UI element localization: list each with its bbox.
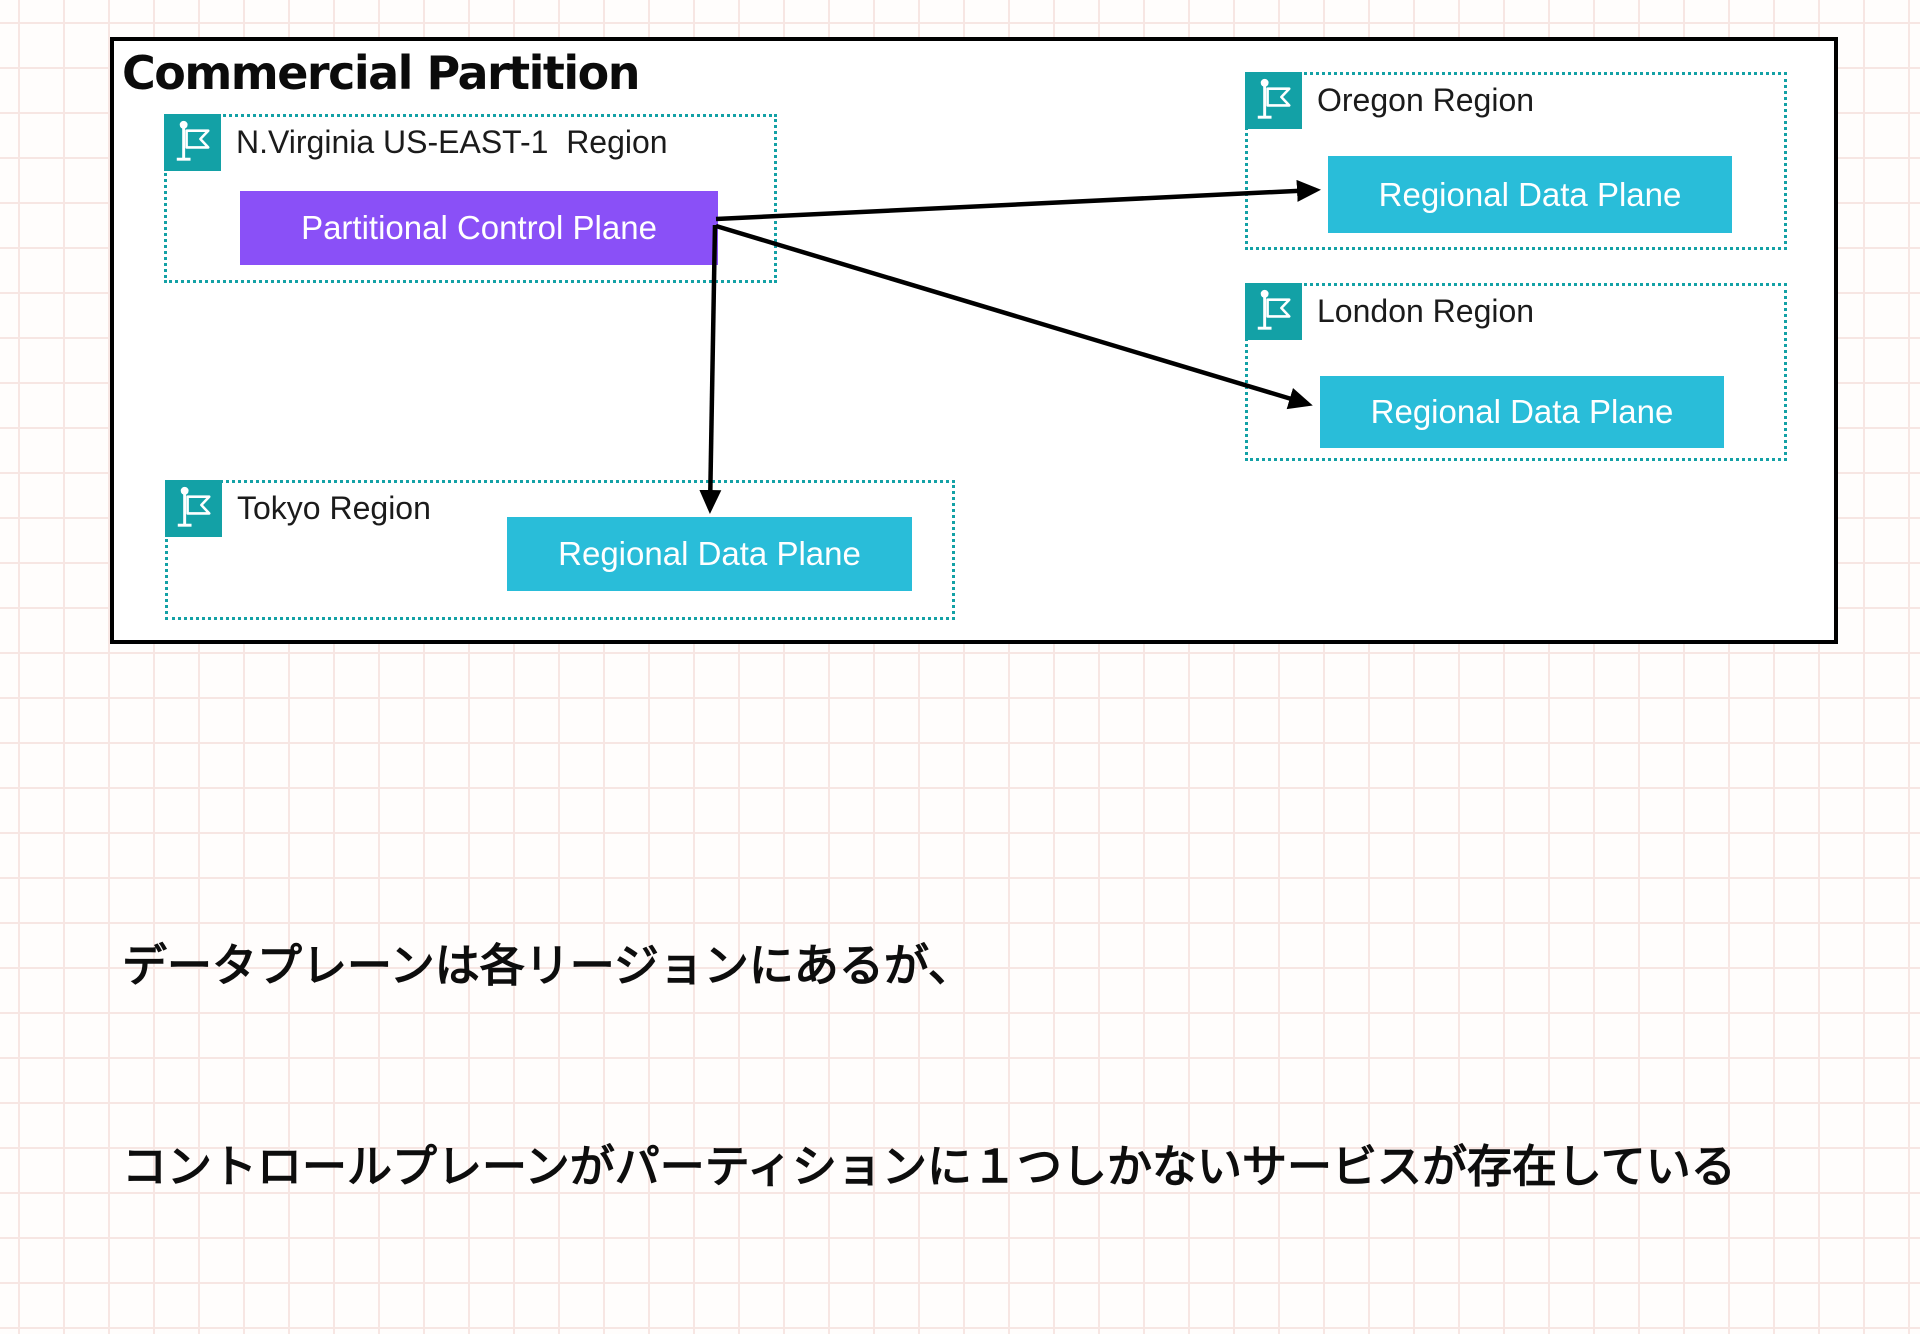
annotation-note: データプレーンは各リージョンにあるが、 コントロールプレーンがパーティションに１…: [122, 798, 1736, 1334]
region-box-london: London Region Regional Data Plane: [1245, 283, 1787, 461]
region-header-london: London Region: [1245, 283, 1534, 340]
annotation-line-2: コントロールプレーンがパーティションに１つしかないサービスが存在している: [122, 1140, 1736, 1193]
region-label: N.Virginia US-EAST-1 Region: [236, 124, 668, 160]
region-flag-icon: [1245, 283, 1302, 340]
partition-title: Commercial Partition: [122, 46, 641, 100]
regional-data-plane-box-london: Regional Data Plane: [1320, 376, 1724, 448]
region-label: London Region: [1317, 293, 1535, 329]
diagram-canvas: Commercial Partition N.Virginia US-EAST-…: [110, 37, 1838, 1193]
region-box-tokyo: Tokyo Region Regional Data Plane: [165, 480, 955, 620]
region-header-oregon: Oregon Region: [1245, 72, 1534, 129]
annotation-line-1: データプレーンは各リージョンにあるが、: [122, 939, 973, 992]
partitional-control-plane-box: Partitional Control Plane: [240, 191, 718, 265]
region-label: Oregon Region: [1317, 82, 1535, 118]
region-box-oregon: Oregon Region Regional Data Plane: [1245, 72, 1787, 250]
regional-data-plane-box-oregon: Regional Data Plane: [1328, 156, 1732, 233]
region-box-nvirginia: N.Virginia US-EAST-1 Region Partitional …: [164, 114, 777, 283]
region-flag-icon: [164, 114, 221, 171]
region-header-nvirginia: N.Virginia US-EAST-1 Region: [164, 114, 668, 171]
region-flag-icon: [1245, 72, 1302, 129]
region-flag-icon: [165, 480, 222, 537]
region-label: Tokyo Region: [237, 490, 431, 526]
region-header-tokyo: Tokyo Region: [165, 480, 431, 537]
regional-data-plane-box-tokyo: Regional Data Plane: [507, 517, 912, 591]
